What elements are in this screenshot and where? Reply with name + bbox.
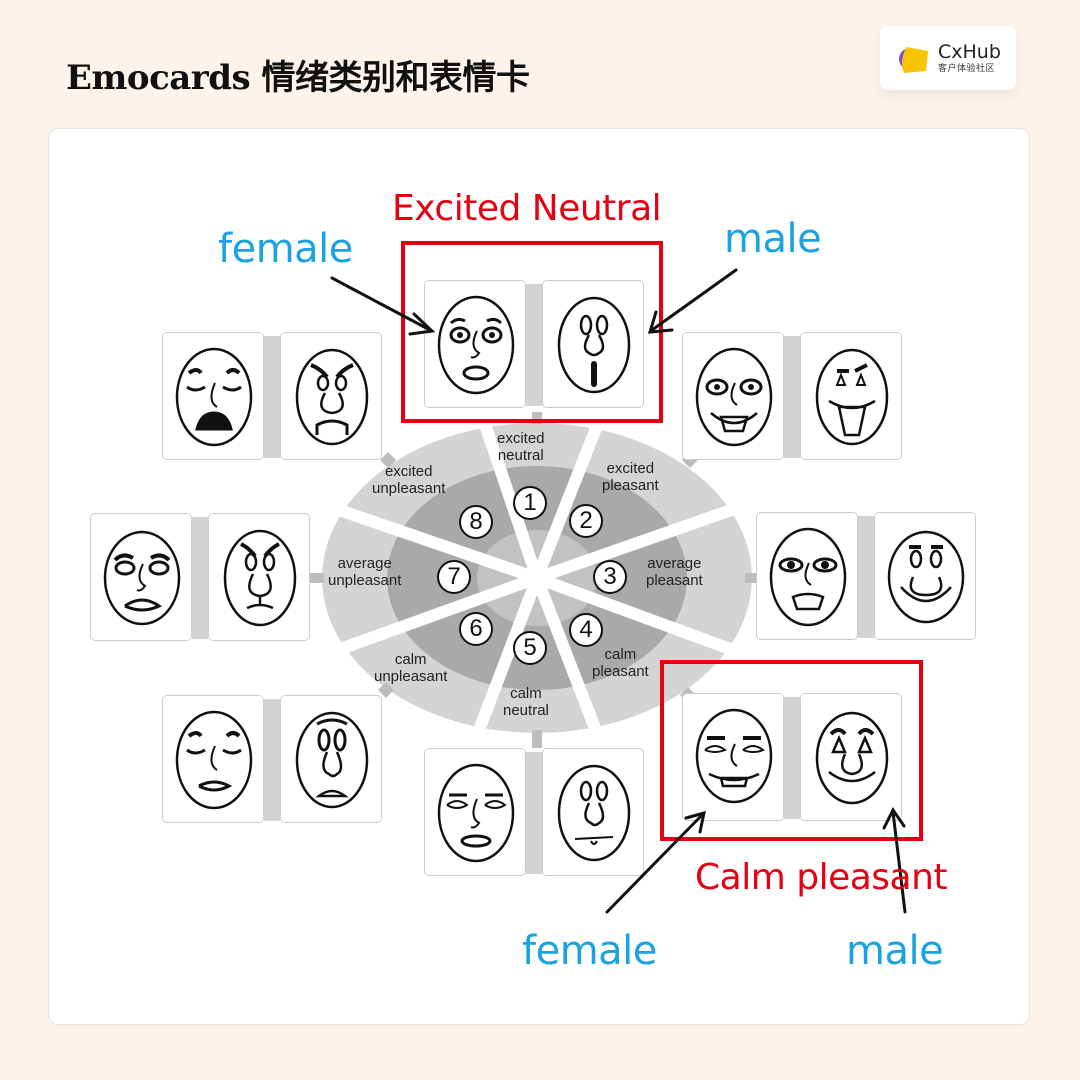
female-face-icon bbox=[769, 527, 847, 627]
female-face-card bbox=[90, 513, 192, 641]
card-spine bbox=[784, 697, 800, 819]
female-face-card bbox=[162, 332, 264, 460]
card-spine bbox=[858, 516, 874, 638]
excited-neutral-annotation: Excited Neutral bbox=[392, 188, 662, 229]
logo-subtitle: 客户体验社区 bbox=[938, 63, 996, 73]
face-pair-excited-neutral bbox=[424, 280, 646, 410]
male-face-card bbox=[542, 748, 644, 876]
segment-number-1: 1 bbox=[513, 486, 547, 520]
male-face-card bbox=[542, 280, 644, 408]
segment-number-8: 8 bbox=[459, 505, 493, 539]
segment-number-3: 3 bbox=[593, 560, 627, 594]
female-face-card bbox=[756, 512, 858, 640]
male-face-icon bbox=[887, 530, 965, 624]
bottom-female-label: female bbox=[522, 928, 657, 974]
female-face-card bbox=[424, 280, 526, 408]
male-face-card bbox=[280, 332, 382, 460]
male-face-card bbox=[800, 693, 902, 821]
male-face-card bbox=[208, 513, 310, 641]
female-face-card bbox=[424, 748, 526, 876]
cxhub-logo-icon bbox=[898, 41, 932, 75]
card-spine bbox=[264, 699, 280, 821]
male-face-icon bbox=[557, 764, 631, 862]
female-face-icon bbox=[695, 347, 773, 447]
calm-pleasant-annotation: Calm pleasant bbox=[695, 857, 948, 898]
logo-name: CxHub bbox=[938, 41, 1001, 63]
top-male-label: male bbox=[724, 216, 822, 262]
female-face-icon bbox=[175, 347, 253, 447]
segment-number-7: 7 bbox=[437, 560, 471, 594]
female-face-card bbox=[682, 693, 784, 821]
segment-number-6: 6 bbox=[459, 612, 493, 646]
male-face-icon bbox=[295, 348, 369, 446]
card-spine bbox=[526, 284, 542, 406]
segment-number-2: 2 bbox=[569, 504, 603, 538]
card-spine bbox=[784, 336, 800, 458]
male-face-card bbox=[280, 695, 382, 823]
male-face-icon bbox=[557, 296, 631, 394]
face-pair-average-pleasant bbox=[756, 512, 978, 642]
female-face-icon bbox=[103, 530, 181, 626]
face-pair-average-unpleasant bbox=[90, 513, 312, 643]
male-face-card bbox=[874, 512, 976, 640]
cxhub-logo: CxHub 客户体验社区 bbox=[880, 26, 1016, 90]
male-face-icon bbox=[815, 348, 889, 446]
male-face-icon bbox=[815, 711, 889, 805]
face-pair-excited-pleasant bbox=[682, 332, 904, 462]
face-pair-excited-unpleasant bbox=[162, 332, 384, 462]
male-face-card bbox=[800, 332, 902, 460]
female-face-icon bbox=[437, 763, 515, 863]
page-title: Emocards 情绪类别和表情卡 bbox=[66, 58, 530, 98]
bottom-male-label: male bbox=[846, 928, 944, 974]
card-spine bbox=[264, 336, 280, 458]
top-female-label: female bbox=[218, 226, 353, 272]
male-face-icon bbox=[223, 529, 297, 627]
female-face-icon bbox=[175, 710, 253, 810]
female-face-card bbox=[162, 695, 264, 823]
face-pair-calm-unpleasant bbox=[162, 695, 384, 825]
segment-number-4: 4 bbox=[569, 613, 603, 647]
female-face-icon bbox=[695, 708, 773, 804]
face-pair-calm-neutral bbox=[424, 748, 646, 878]
face-pair-calm-pleasant bbox=[682, 693, 904, 823]
male-face-icon bbox=[295, 711, 369, 809]
card-spine bbox=[526, 752, 542, 874]
female-face-card bbox=[682, 332, 784, 460]
segment-number-5: 5 bbox=[513, 631, 547, 665]
female-face-icon bbox=[437, 295, 515, 395]
card-spine bbox=[192, 517, 208, 639]
